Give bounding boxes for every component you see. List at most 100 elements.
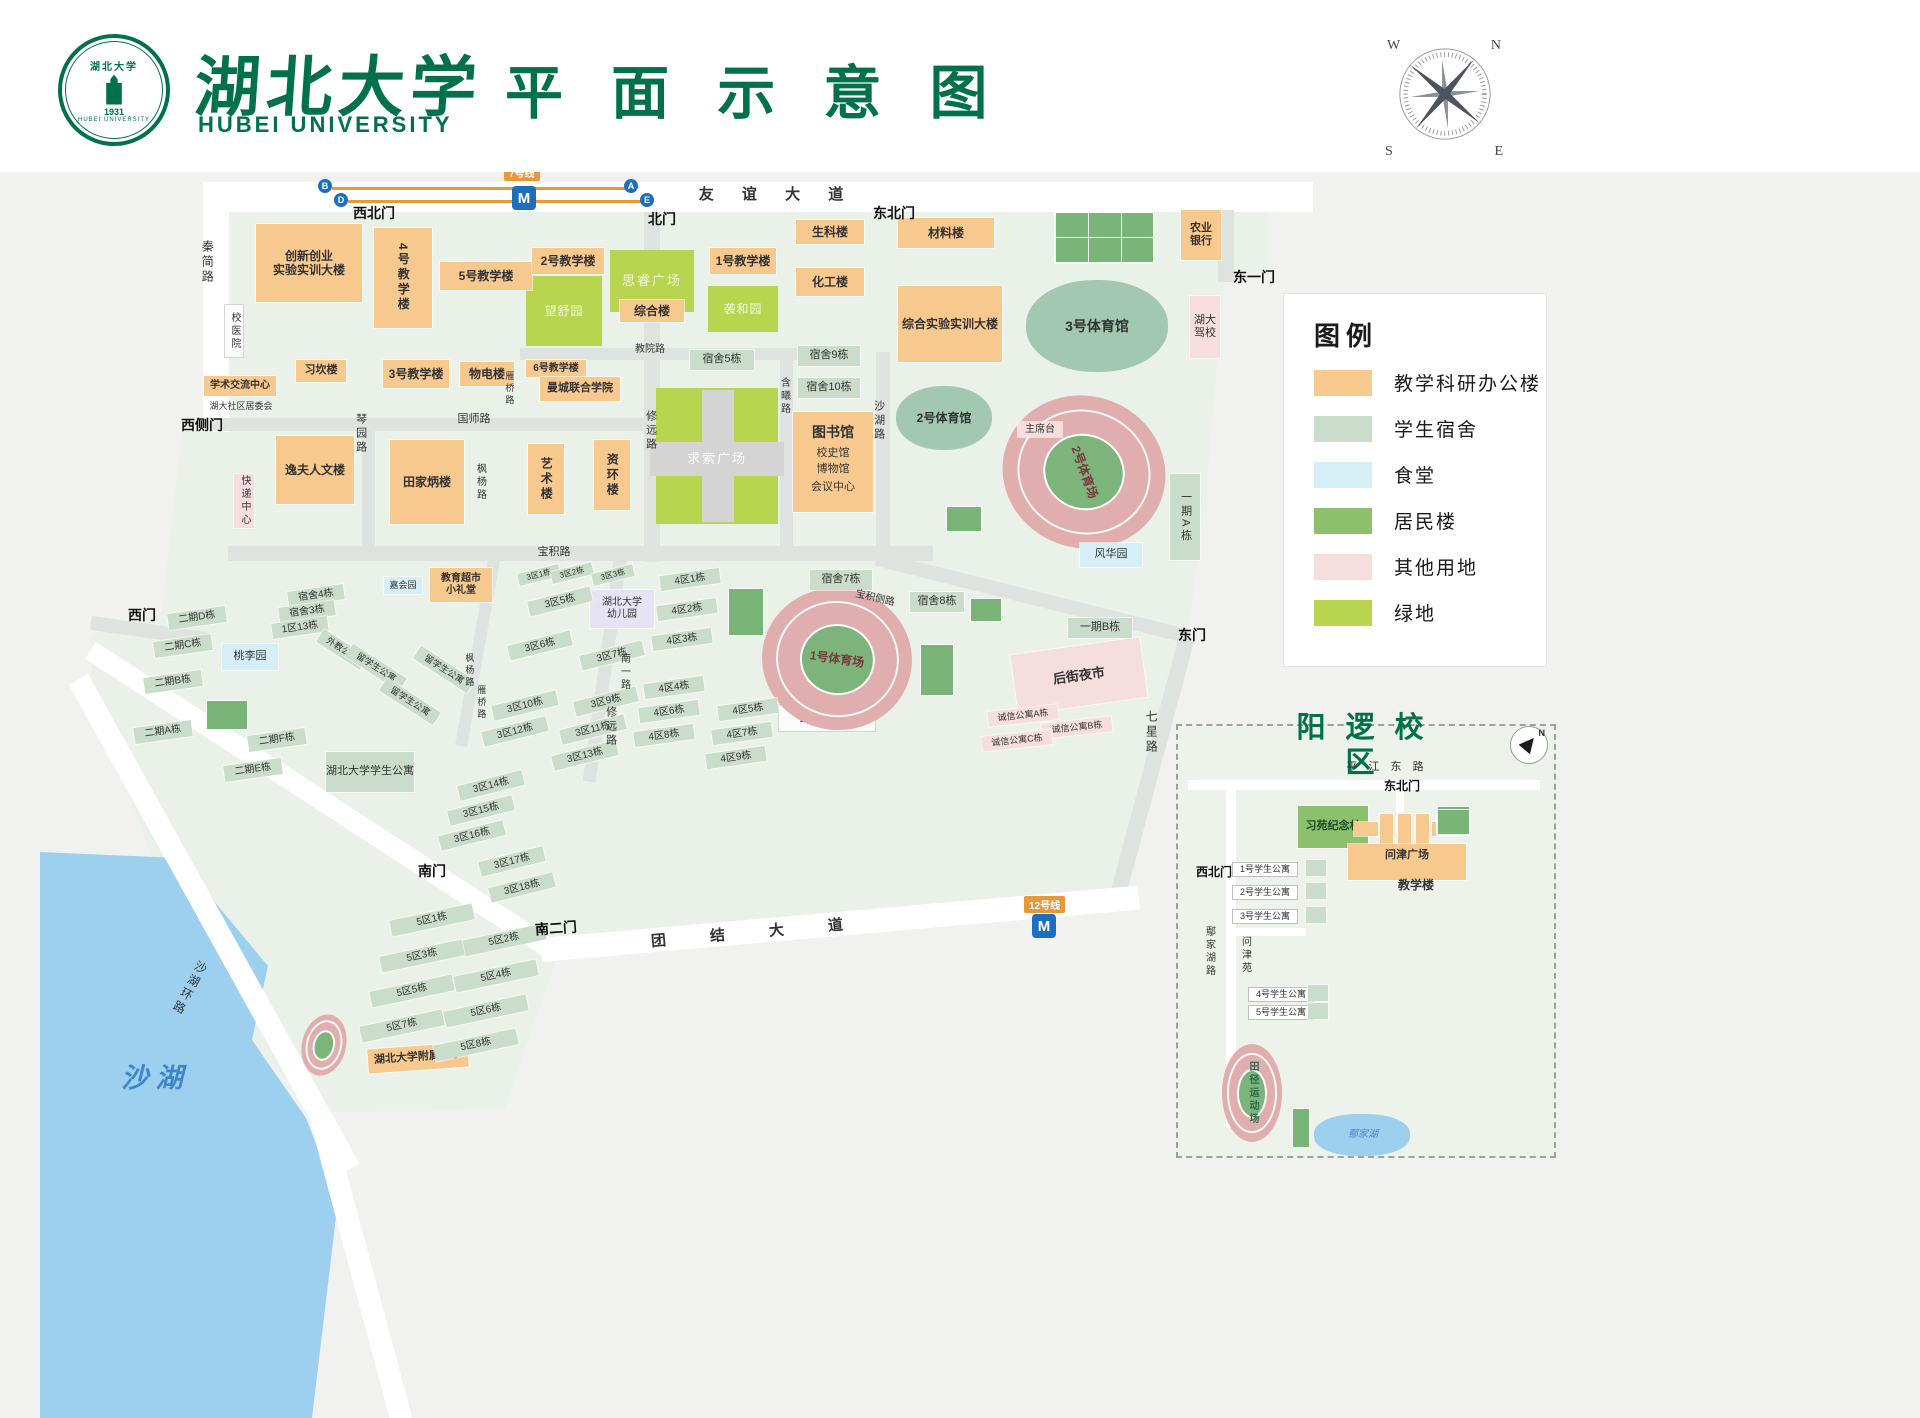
gate-northeast: 东北门	[866, 205, 922, 222]
teaching-building-6-label: 6号教学楼	[533, 362, 579, 374]
gym-2-label: 2号体育馆	[916, 410, 972, 425]
yangluo-apt-5: 5号学生公寓	[1248, 1005, 1314, 1020]
yangluo-track-field-field	[1237, 1068, 1267, 1118]
yangluo-tower-2	[1398, 814, 1411, 844]
zone4-6-label: 4区6栋	[652, 703, 686, 719]
metro-line-7	[332, 187, 632, 190]
road-qinyuan: 琴园路	[352, 402, 368, 466]
yangluo-tower-3	[1416, 814, 1429, 844]
zone4-3-label: 4区3栋	[665, 631, 699, 647]
yanjiahu-lake	[1314, 1114, 1410, 1156]
qiusuo-plaza-label: 求索广场	[686, 451, 747, 467]
gym-3: 3号体育馆	[1026, 280, 1168, 372]
zone4-2-label: 4区2栋	[670, 601, 704, 617]
dorm-5: 宿舍5栋	[690, 350, 754, 370]
compass-star	[1399, 48, 1491, 140]
metro-exit-B: B	[318, 179, 332, 193]
legend-label: 学生宿舍	[1394, 420, 1479, 441]
community-committee-label: 湖大社区居委会	[209, 401, 273, 412]
zone4-1-label: 4区1栋	[673, 571, 707, 587]
legend-item: 学生宿舍	[1314, 415, 1546, 442]
court-5	[728, 588, 764, 636]
road	[205, 418, 660, 431]
library-building	[793, 412, 873, 512]
wuhan-metro-logo: M	[512, 186, 536, 210]
wuhan-metro-logo: M	[1032, 914, 1056, 938]
legend-swatch	[1314, 461, 1372, 488]
yangluo-track-field-label: 田径运动场	[1247, 1060, 1258, 1126]
xikan-building: 习坎楼	[296, 360, 346, 382]
legend-swatch	[1314, 507, 1372, 534]
chengxin-apt-b-label: 诚信公寓B栋	[1051, 719, 1103, 735]
court-4	[206, 700, 248, 730]
yifu-humanities-building: 逸夫人文楼	[276, 436, 354, 504]
chemical-building: 化工楼	[796, 268, 864, 296]
road-fengyang-2: 枫杨路	[462, 644, 476, 698]
yangluo-apt-3-label: 3号学生公寓	[1239, 911, 1290, 922]
resource-environment-building-label: 资环楼	[605, 452, 620, 498]
road	[1188, 780, 1540, 790]
gate-south: 南门	[412, 863, 452, 880]
teaching-building-2: 2号教学楼	[532, 248, 604, 274]
zone4-7-label: 4区7栋	[725, 725, 759, 741]
road-qixing: 七星路	[1142, 688, 1160, 776]
yangluo-apt-4-label: 4号学生公寓	[1255, 989, 1306, 1000]
teaching-building-3-label: 3号教学楼	[388, 366, 444, 381]
teaching-building-4-label: 4号教学楼	[396, 243, 411, 313]
gate-north-label: 北门	[648, 211, 676, 228]
road-baoji-label: 宝积路	[537, 545, 571, 558]
metro-exit-E: E	[640, 193, 654, 207]
yangluo-apt-1-label: 1号学生公寓	[1239, 864, 1290, 875]
phase2-b-label: 二期B栋	[153, 673, 192, 690]
conference-center-label-label: 会议中心	[811, 481, 855, 494]
phase1-b-label: 一期B栋	[1079, 621, 1121, 634]
xihe-garden: 袭和园	[708, 286, 778, 332]
university-name-en: HUBEI UNIVERSITY	[198, 112, 453, 137]
road-xiuyuan-1: 修远路	[642, 396, 658, 466]
art-building-label: 艺术楼	[539, 456, 554, 502]
yangluo-court-2	[1292, 1108, 1310, 1148]
yangluo-dorm-block-2	[1306, 883, 1326, 899]
community-committee: 湖大社区居委会	[200, 400, 282, 413]
dorm-9: 宿舍9栋	[798, 346, 860, 366]
seal-text-bottom: HUBEI UNIVERSITY	[77, 116, 150, 123]
yangluo-teaching-label-label: 教学楼	[1397, 878, 1434, 893]
legend-swatch	[1314, 369, 1372, 396]
road	[1396, 788, 1404, 834]
court-1	[946, 506, 982, 532]
gate-west-label: 西门	[128, 607, 156, 624]
road-qinjian-label: 秦简路	[200, 239, 215, 285]
express-center-label: 快递中心	[239, 475, 250, 527]
resource-environment-building: 资环楼	[594, 440, 630, 510]
road-yanjiahu-label: 鄢家湖路	[1203, 926, 1215, 978]
gate-northwest-label: 西北门	[353, 205, 395, 222]
legend-item: 居民楼	[1314, 507, 1546, 534]
road-yanjiahu: 鄢家湖路	[1200, 916, 1217, 988]
gate-northwest: 西北门	[346, 205, 402, 222]
dorm-8-label: 宿舍8栋	[917, 595, 957, 608]
legend-title: 图例	[1314, 321, 1379, 351]
road-xiuyuan-2: 修远路	[602, 692, 618, 762]
yangluo-wenjin-plaza-label: 问津广场	[1366, 848, 1448, 863]
teaching-building-4: 4号教学楼	[374, 228, 432, 328]
bioscience-building-label: 生科楼	[811, 224, 848, 239]
wangshu-garden-label: 望舒园	[544, 303, 584, 318]
metro-line12-badge: 12号线	[1024, 896, 1066, 913]
composite-building-label: 综合楼	[633, 303, 670, 318]
road	[780, 352, 793, 552]
campus-hospital: 校医院	[224, 304, 244, 358]
comprehensive-lab-building: 综合实验实训大楼	[898, 286, 1002, 362]
road-xiuyuan-1-label: 修远路	[644, 410, 657, 452]
xikan-building-label: 习坎楼	[304, 364, 338, 377]
physics-electronics-building: 物电楼	[460, 362, 514, 386]
road-baoji: 宝积路	[526, 545, 582, 560]
road-jiaoyuan-label: 教院路	[635, 343, 665, 355]
gate-northeast-label: 东北门	[873, 205, 915, 222]
legend-item: 教学科研办公楼	[1314, 369, 1546, 396]
innovation-training-building-label: 创新创业 实验实训大楼	[272, 248, 345, 277]
wenjin-yuan-label-label: 问津苑	[1239, 935, 1251, 975]
road-yanqiao-1-label: 雁桥路	[504, 371, 515, 407]
manchester-joint-college-label: 曼城联合学院	[547, 382, 613, 395]
